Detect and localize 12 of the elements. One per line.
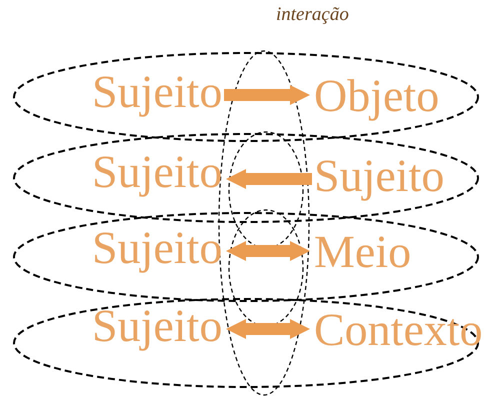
- term-label: Meio: [314, 228, 412, 276]
- term-label: Contexto: [314, 306, 483, 354]
- block-arrow: [226, 319, 310, 339]
- term-label: Sujeito: [92, 68, 222, 116]
- term-label: Objeto: [314, 72, 440, 120]
- term-label: Sujeito: [92, 302, 222, 350]
- term-label: Sujeito: [314, 152, 444, 200]
- term-label: Sujeito: [92, 224, 222, 272]
- block-arrow: [226, 241, 310, 261]
- caption-label: interação: [276, 4, 349, 26]
- term-label: Sujeito: [92, 148, 222, 196]
- block-arrow: [224, 85, 310, 105]
